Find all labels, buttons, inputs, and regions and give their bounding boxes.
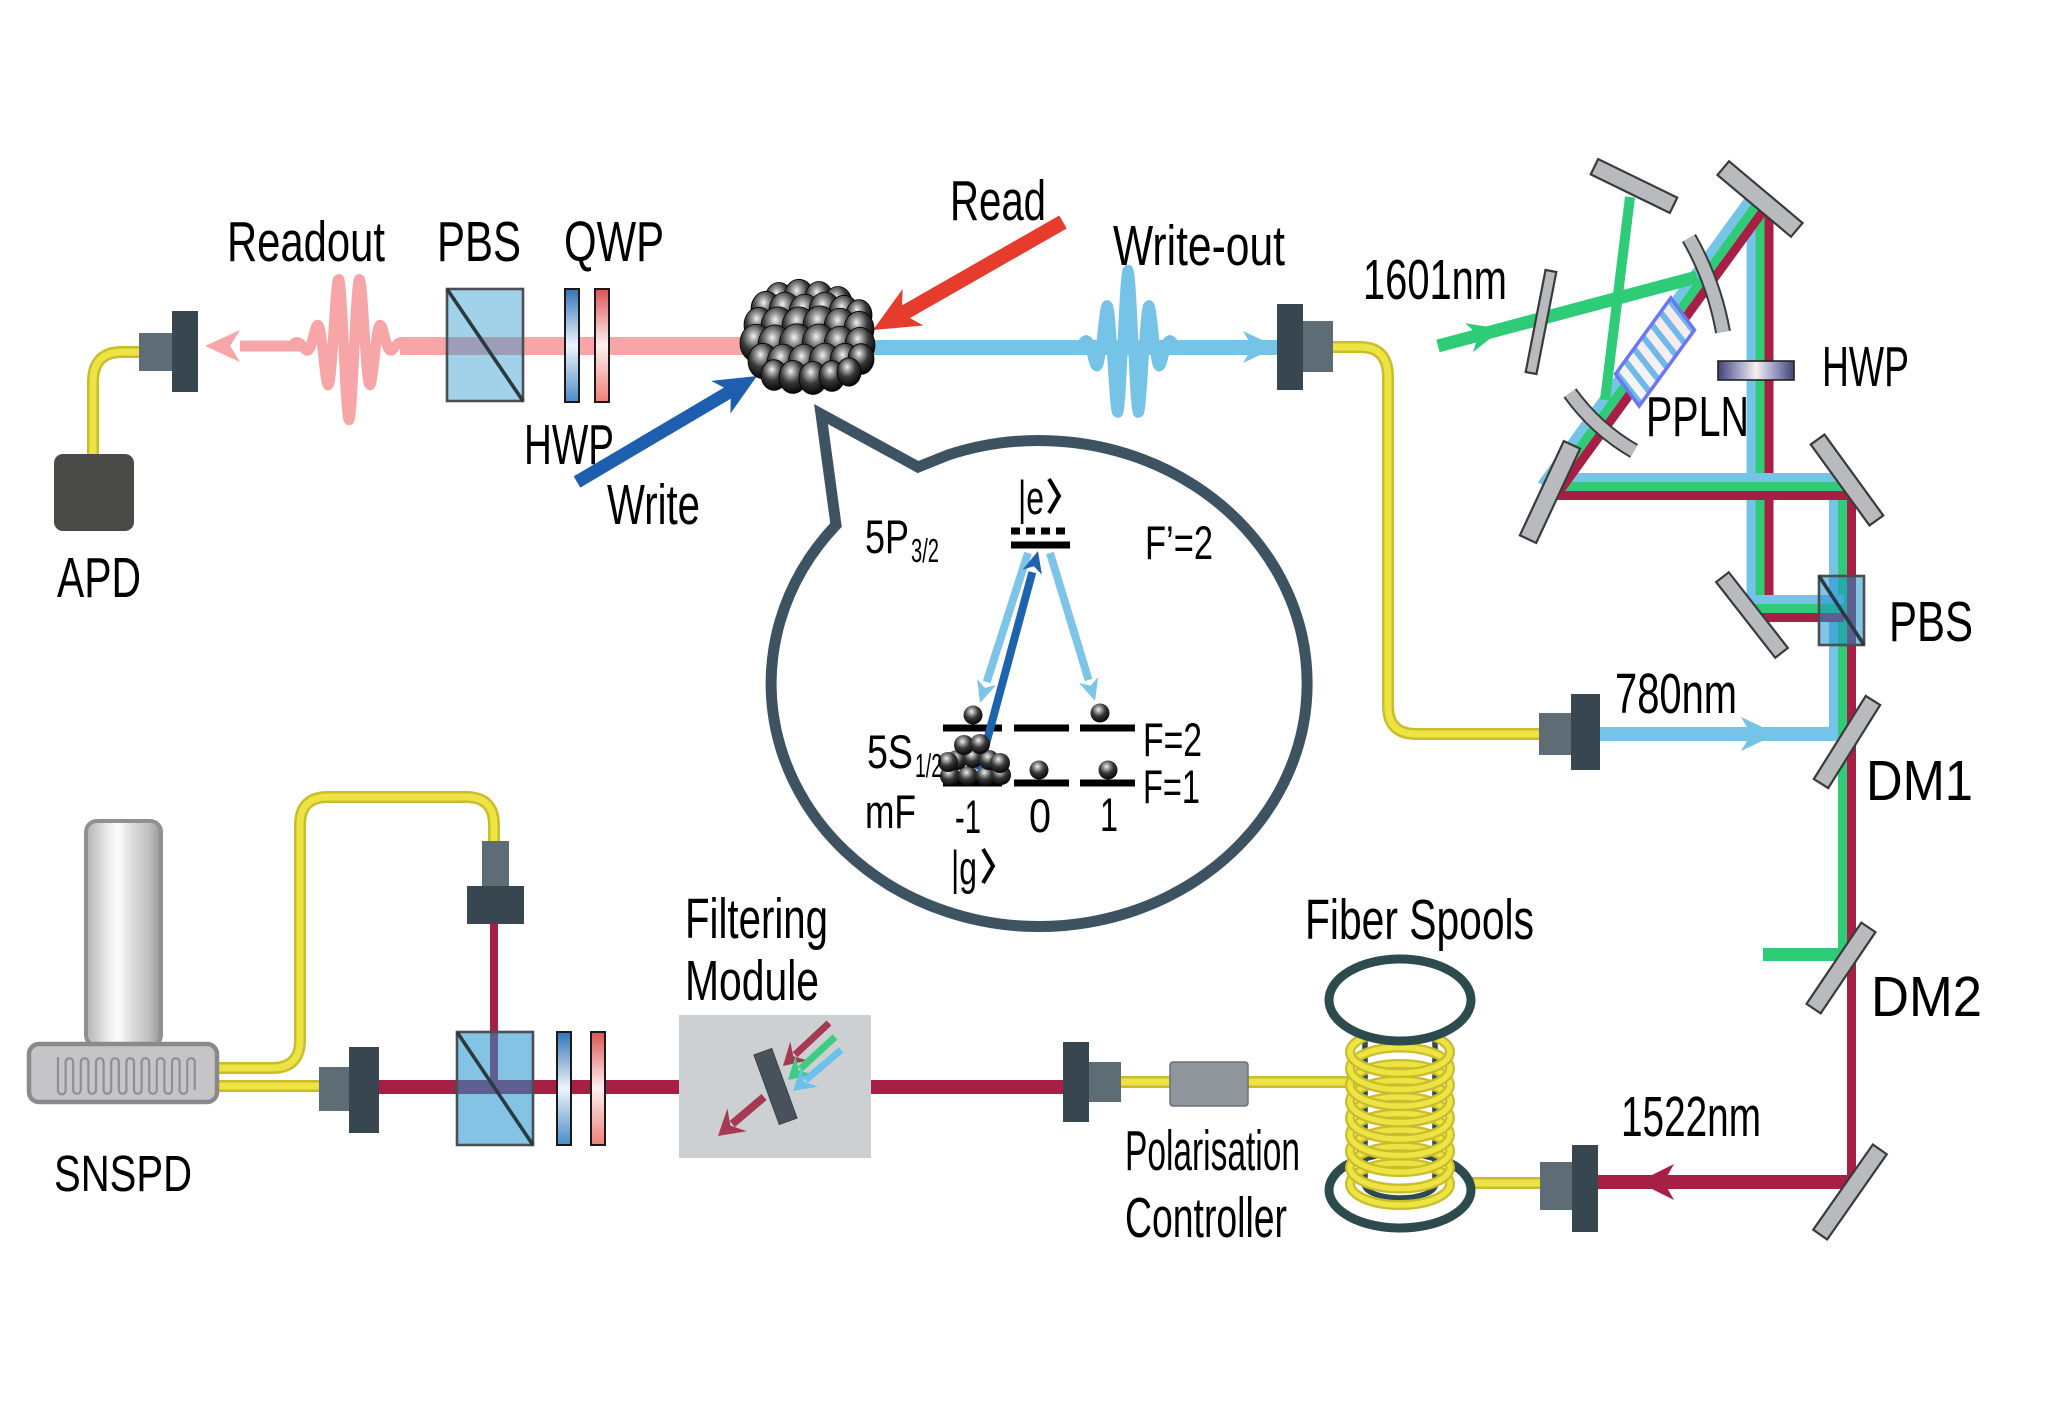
svg-text:APD: APD xyxy=(57,546,141,610)
svg-text:mF: mF xyxy=(865,785,916,838)
svg-text:HWP: HWP xyxy=(524,413,614,477)
svg-text:1/2: 1/2 xyxy=(915,747,942,784)
svg-text:Module: Module xyxy=(685,949,819,1013)
svg-text:PBS: PBS xyxy=(1889,590,1973,654)
svg-text:Write: Write xyxy=(607,473,700,537)
svg-text:PPLN: PPLN xyxy=(1646,385,1749,449)
svg-text:Polarisation: Polarisation xyxy=(1125,1119,1300,1183)
svg-text:Write-out: Write-out xyxy=(1113,214,1285,278)
svg-text:1: 1 xyxy=(1100,788,1118,841)
svg-text:PBS: PBS xyxy=(437,210,521,274)
svg-text:Read: Read xyxy=(950,169,1046,233)
svg-text:HWP: HWP xyxy=(1822,335,1909,399)
svg-text:|e: |e xyxy=(1018,471,1044,524)
svg-text:F=1: F=1 xyxy=(1143,760,1200,813)
svg-text:780nm: 780nm xyxy=(1615,662,1737,726)
svg-text:F=2: F=2 xyxy=(1143,713,1202,766)
svg-text:DM1: DM1 xyxy=(1866,749,1973,813)
svg-text:5S: 5S xyxy=(867,725,913,778)
svg-text:SNSPD: SNSPD xyxy=(54,1145,192,1202)
svg-text:3/2: 3/2 xyxy=(911,532,939,569)
svg-text:1601nm: 1601nm xyxy=(1363,248,1507,312)
svg-text:-1: -1 xyxy=(955,790,981,843)
svg-text:Controller: Controller xyxy=(1125,1186,1287,1250)
svg-text:|g: |g xyxy=(951,841,977,894)
svg-text:Fiber Spools: Fiber Spools xyxy=(1305,888,1534,952)
svg-text:F’=2: F’=2 xyxy=(1145,516,1213,569)
svg-text:Filtering: Filtering xyxy=(685,887,828,951)
svg-text:DM2: DM2 xyxy=(1871,965,1982,1029)
svg-text:1522nm: 1522nm xyxy=(1621,1085,1761,1149)
svg-text:QWP: QWP xyxy=(564,210,664,274)
svg-text:Readout: Readout xyxy=(227,210,385,274)
svg-text:5P: 5P xyxy=(865,510,909,563)
svg-text:0: 0 xyxy=(1029,789,1051,842)
